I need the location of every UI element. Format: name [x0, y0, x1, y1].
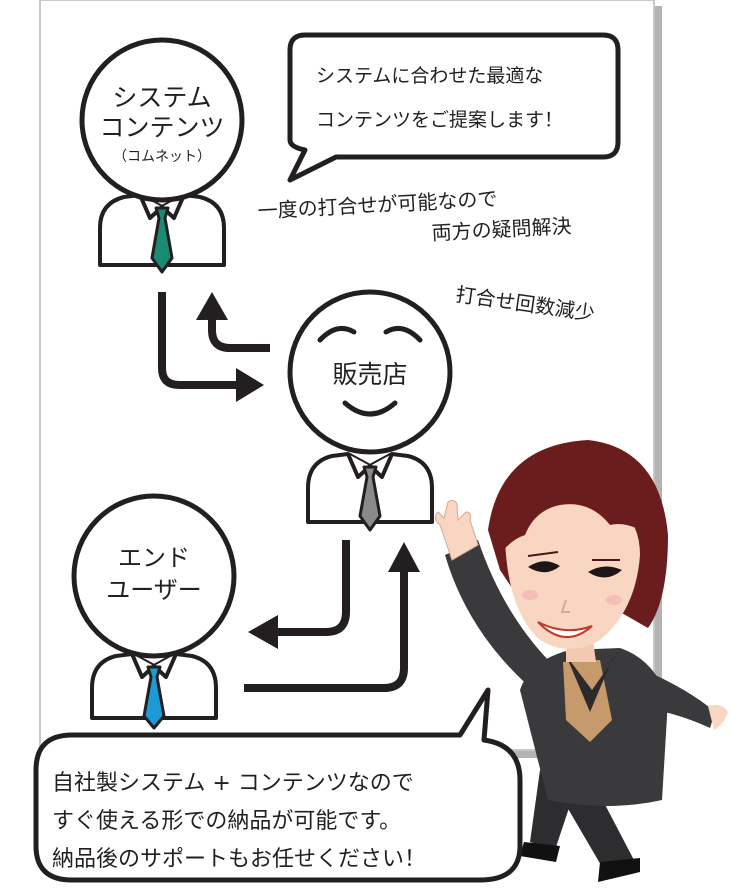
bottom-bubble-line1: 自社製システム + コンテンツなので [52, 771, 414, 796]
user-label-line1: エンド [118, 544, 190, 572]
top-speech-bubble: システムに合わせた最適な コンテンツをご提案します！ [287, 32, 621, 183]
head-circle [79, 37, 245, 203]
head-circle [71, 493, 237, 659]
person-system-contents: システム コンテンツ （コムネット） [79, 37, 245, 274]
top-bubble-line1: システムに合わせた最適な [316, 65, 543, 87]
tie-icon [150, 206, 174, 274]
arrow-user-to-dealer [244, 542, 420, 692]
face-icon [505, 492, 640, 649]
user-label-line2: ユーザー [106, 576, 202, 604]
shoe-icon [598, 858, 640, 882]
arrow-system-to-dealer [158, 292, 264, 402]
shoe-icon [520, 842, 560, 862]
system-label-line1: システム [112, 83, 211, 112]
smile-icon [342, 400, 398, 417]
right-eyebrow-icon [383, 325, 423, 343]
dealer-label: 販売店 [332, 360, 407, 389]
system-label-line2: コンテンツ [99, 113, 224, 142]
person-dealer: 販売店 [287, 289, 453, 532]
bottom-bubble-line2: すぐ使える形での納品が可能です。 [52, 809, 401, 834]
raised-hand-icon [434, 499, 479, 561]
arrow-dealer-to-user [248, 540, 350, 649]
tie-icon [142, 665, 166, 730]
right-eye-icon [588, 566, 622, 578]
smiling-mouth-icon [537, 621, 593, 639]
bottom-bubble-line3: 納品後のサポートもお任せください！ [52, 847, 426, 872]
businesswoman-illustration [434, 440, 728, 882]
left-eyebrow-icon [317, 325, 357, 343]
open-hand-icon [708, 704, 728, 730]
person-end-user: エンド ユーザー [71, 493, 237, 730]
bottom-speech-bubble: 自社製システム + コンテンツなので すぐ使える形での納品が可能です。 納品後の… [33, 687, 523, 883]
system-label-line3: （コムネット） [113, 149, 211, 165]
top-bubble-line2: コンテンツをご提案します！ [316, 109, 563, 131]
left-eye-icon [528, 561, 560, 573]
arrow-dealer-to-system [196, 292, 270, 352]
tie-icon [358, 465, 382, 532]
